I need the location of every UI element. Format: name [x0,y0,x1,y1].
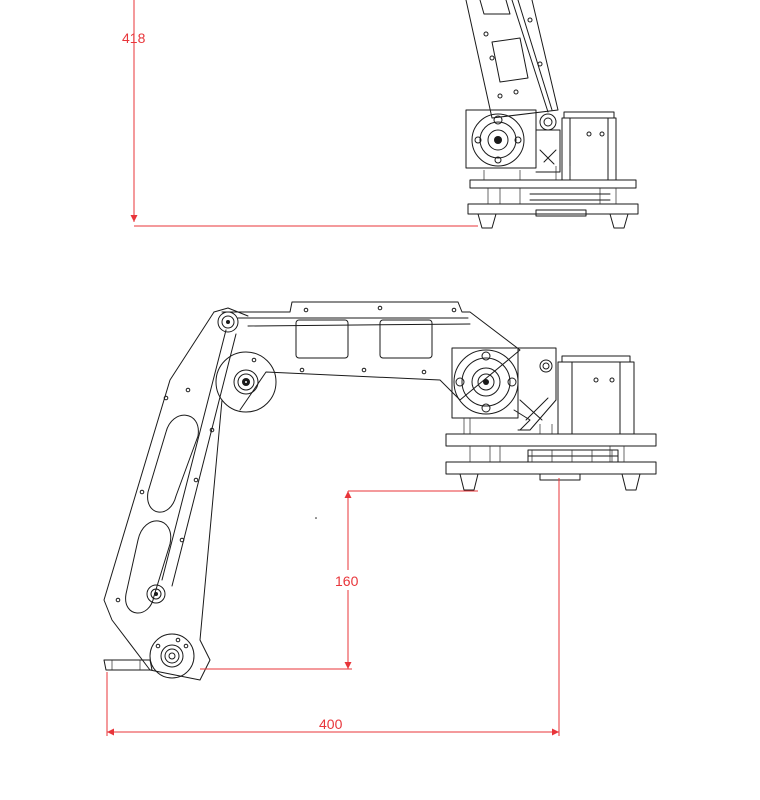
raised-arm-view: 418 [122,0,639,229]
forearm-link [103,311,237,681]
shoulder-housing [451,347,557,431]
elbow-joint [213,307,277,413]
upper-arm-link [221,301,521,411]
raised-upper-arm [465,0,559,119]
dimension-160: 160 [200,490,478,670]
extended-arm-view: 160 400 [103,301,657,736]
raised-base [467,166,639,229]
base-motor [557,355,635,435]
dimension-400-label: 400 [319,716,343,732]
reference-point [315,517,317,519]
base-assembly [445,418,657,491]
dimension-400: 400 [106,478,560,736]
dimension-418: 418 [122,0,478,227]
dimension-160-label: 160 [335,573,359,589]
dimension-418-label: 418 [122,30,146,46]
wrist-end-effector [103,633,195,679]
raised-shoulder-housing [465,109,561,173]
